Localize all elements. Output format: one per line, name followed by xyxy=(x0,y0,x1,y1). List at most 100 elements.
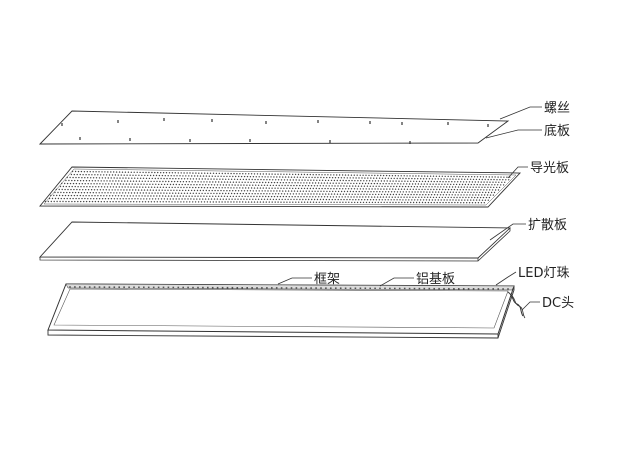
guide-dot xyxy=(198,178,200,180)
guide-dot xyxy=(388,183,390,185)
guide-dot xyxy=(223,181,226,183)
guide-dot xyxy=(107,171,109,173)
guide-dot xyxy=(83,192,86,194)
guide-dot xyxy=(346,190,349,193)
guide-dot xyxy=(499,179,501,181)
guide-dot xyxy=(105,189,108,191)
guide-dot xyxy=(236,178,239,181)
guide-dot xyxy=(287,184,289,187)
guide-dot xyxy=(375,177,378,179)
guide-dot xyxy=(71,185,73,188)
guide-dot xyxy=(84,177,86,179)
guide-dot xyxy=(436,180,438,183)
guide-dot xyxy=(201,178,203,180)
guide-dot xyxy=(444,196,446,199)
guide-dot xyxy=(304,179,306,181)
guide-dot xyxy=(481,186,483,188)
guide-dot xyxy=(458,178,460,180)
guide-dot xyxy=(106,186,109,188)
guide-dot xyxy=(50,200,52,203)
guide-dot xyxy=(263,179,265,181)
guide-dot xyxy=(372,193,374,196)
guide-dot xyxy=(82,174,84,176)
guide-dot xyxy=(129,180,132,182)
guide-dot xyxy=(175,198,177,200)
guide-dot xyxy=(134,183,136,185)
guide-dot xyxy=(306,173,309,176)
guide-dot xyxy=(347,182,349,184)
leader-dc xyxy=(521,301,540,311)
guide-dot xyxy=(284,198,286,201)
guide-dot xyxy=(291,182,293,184)
guide-dot xyxy=(477,189,479,191)
guide-dot xyxy=(80,200,82,203)
guide-dot xyxy=(304,193,306,195)
guide-dot xyxy=(330,188,332,190)
guide-dot xyxy=(220,181,223,183)
guide-dot xyxy=(87,189,90,191)
guide-dot xyxy=(477,181,479,183)
guide-dot xyxy=(494,189,497,191)
guide-dot xyxy=(172,192,174,194)
guide-dot xyxy=(420,191,422,193)
guide-dot xyxy=(222,192,224,195)
guide-dot xyxy=(311,198,313,201)
guide-dot xyxy=(254,178,256,181)
guide-dot xyxy=(147,195,149,197)
led-bead xyxy=(167,286,170,289)
guide-dot xyxy=(322,185,324,187)
guide-dot xyxy=(104,171,106,173)
guide-dot xyxy=(192,178,195,180)
guide-dot xyxy=(143,183,145,185)
guide-dot xyxy=(216,184,219,186)
guide-dot xyxy=(205,175,208,177)
guide-dot xyxy=(129,195,131,197)
guide-dot xyxy=(269,179,271,181)
guide-dot xyxy=(251,193,253,195)
guide-dot xyxy=(250,195,252,198)
guide-dot xyxy=(401,201,403,204)
guide-dot xyxy=(287,198,289,201)
guide-dot xyxy=(470,191,472,194)
guide-dot xyxy=(384,199,386,201)
guide-dot xyxy=(435,175,438,177)
guide-dot xyxy=(381,199,383,201)
guide-dot xyxy=(464,178,466,180)
guide-dot xyxy=(380,193,383,196)
guide-dot xyxy=(115,180,117,182)
guide-dot xyxy=(191,195,193,197)
guide-dot xyxy=(101,192,103,194)
guide-dot xyxy=(240,175,243,178)
guide-dot xyxy=(237,184,239,186)
guide-dot xyxy=(307,193,309,195)
guide-dot xyxy=(219,198,222,200)
guide-dot xyxy=(142,171,144,174)
guide-dot xyxy=(178,178,180,180)
guide-dot xyxy=(111,195,114,197)
guide-dot xyxy=(210,192,212,195)
guide-dot xyxy=(162,186,165,188)
guide-dot xyxy=(89,171,91,173)
guide-dot xyxy=(306,187,309,190)
guide-dot xyxy=(423,191,425,193)
guide-dot xyxy=(270,181,273,184)
guide-dot xyxy=(57,191,59,194)
guide-dot xyxy=(323,176,325,179)
guide-dot xyxy=(331,198,333,201)
guide-dot xyxy=(115,186,118,188)
guide-dot xyxy=(85,180,88,182)
led-bead xyxy=(482,288,485,290)
guide-dot xyxy=(173,175,175,177)
guide-dot xyxy=(174,172,176,174)
guide-dot xyxy=(402,199,404,201)
guide-dot xyxy=(464,183,467,186)
guide-dot xyxy=(107,177,110,179)
guide-dot xyxy=(447,183,449,185)
guide-dot xyxy=(280,201,282,203)
led-bead xyxy=(438,287,440,290)
guide-dot xyxy=(407,180,409,182)
guide-dot xyxy=(102,189,105,191)
guide-dot xyxy=(74,191,77,194)
guide-dot xyxy=(255,198,257,200)
guide-dot xyxy=(165,186,167,189)
